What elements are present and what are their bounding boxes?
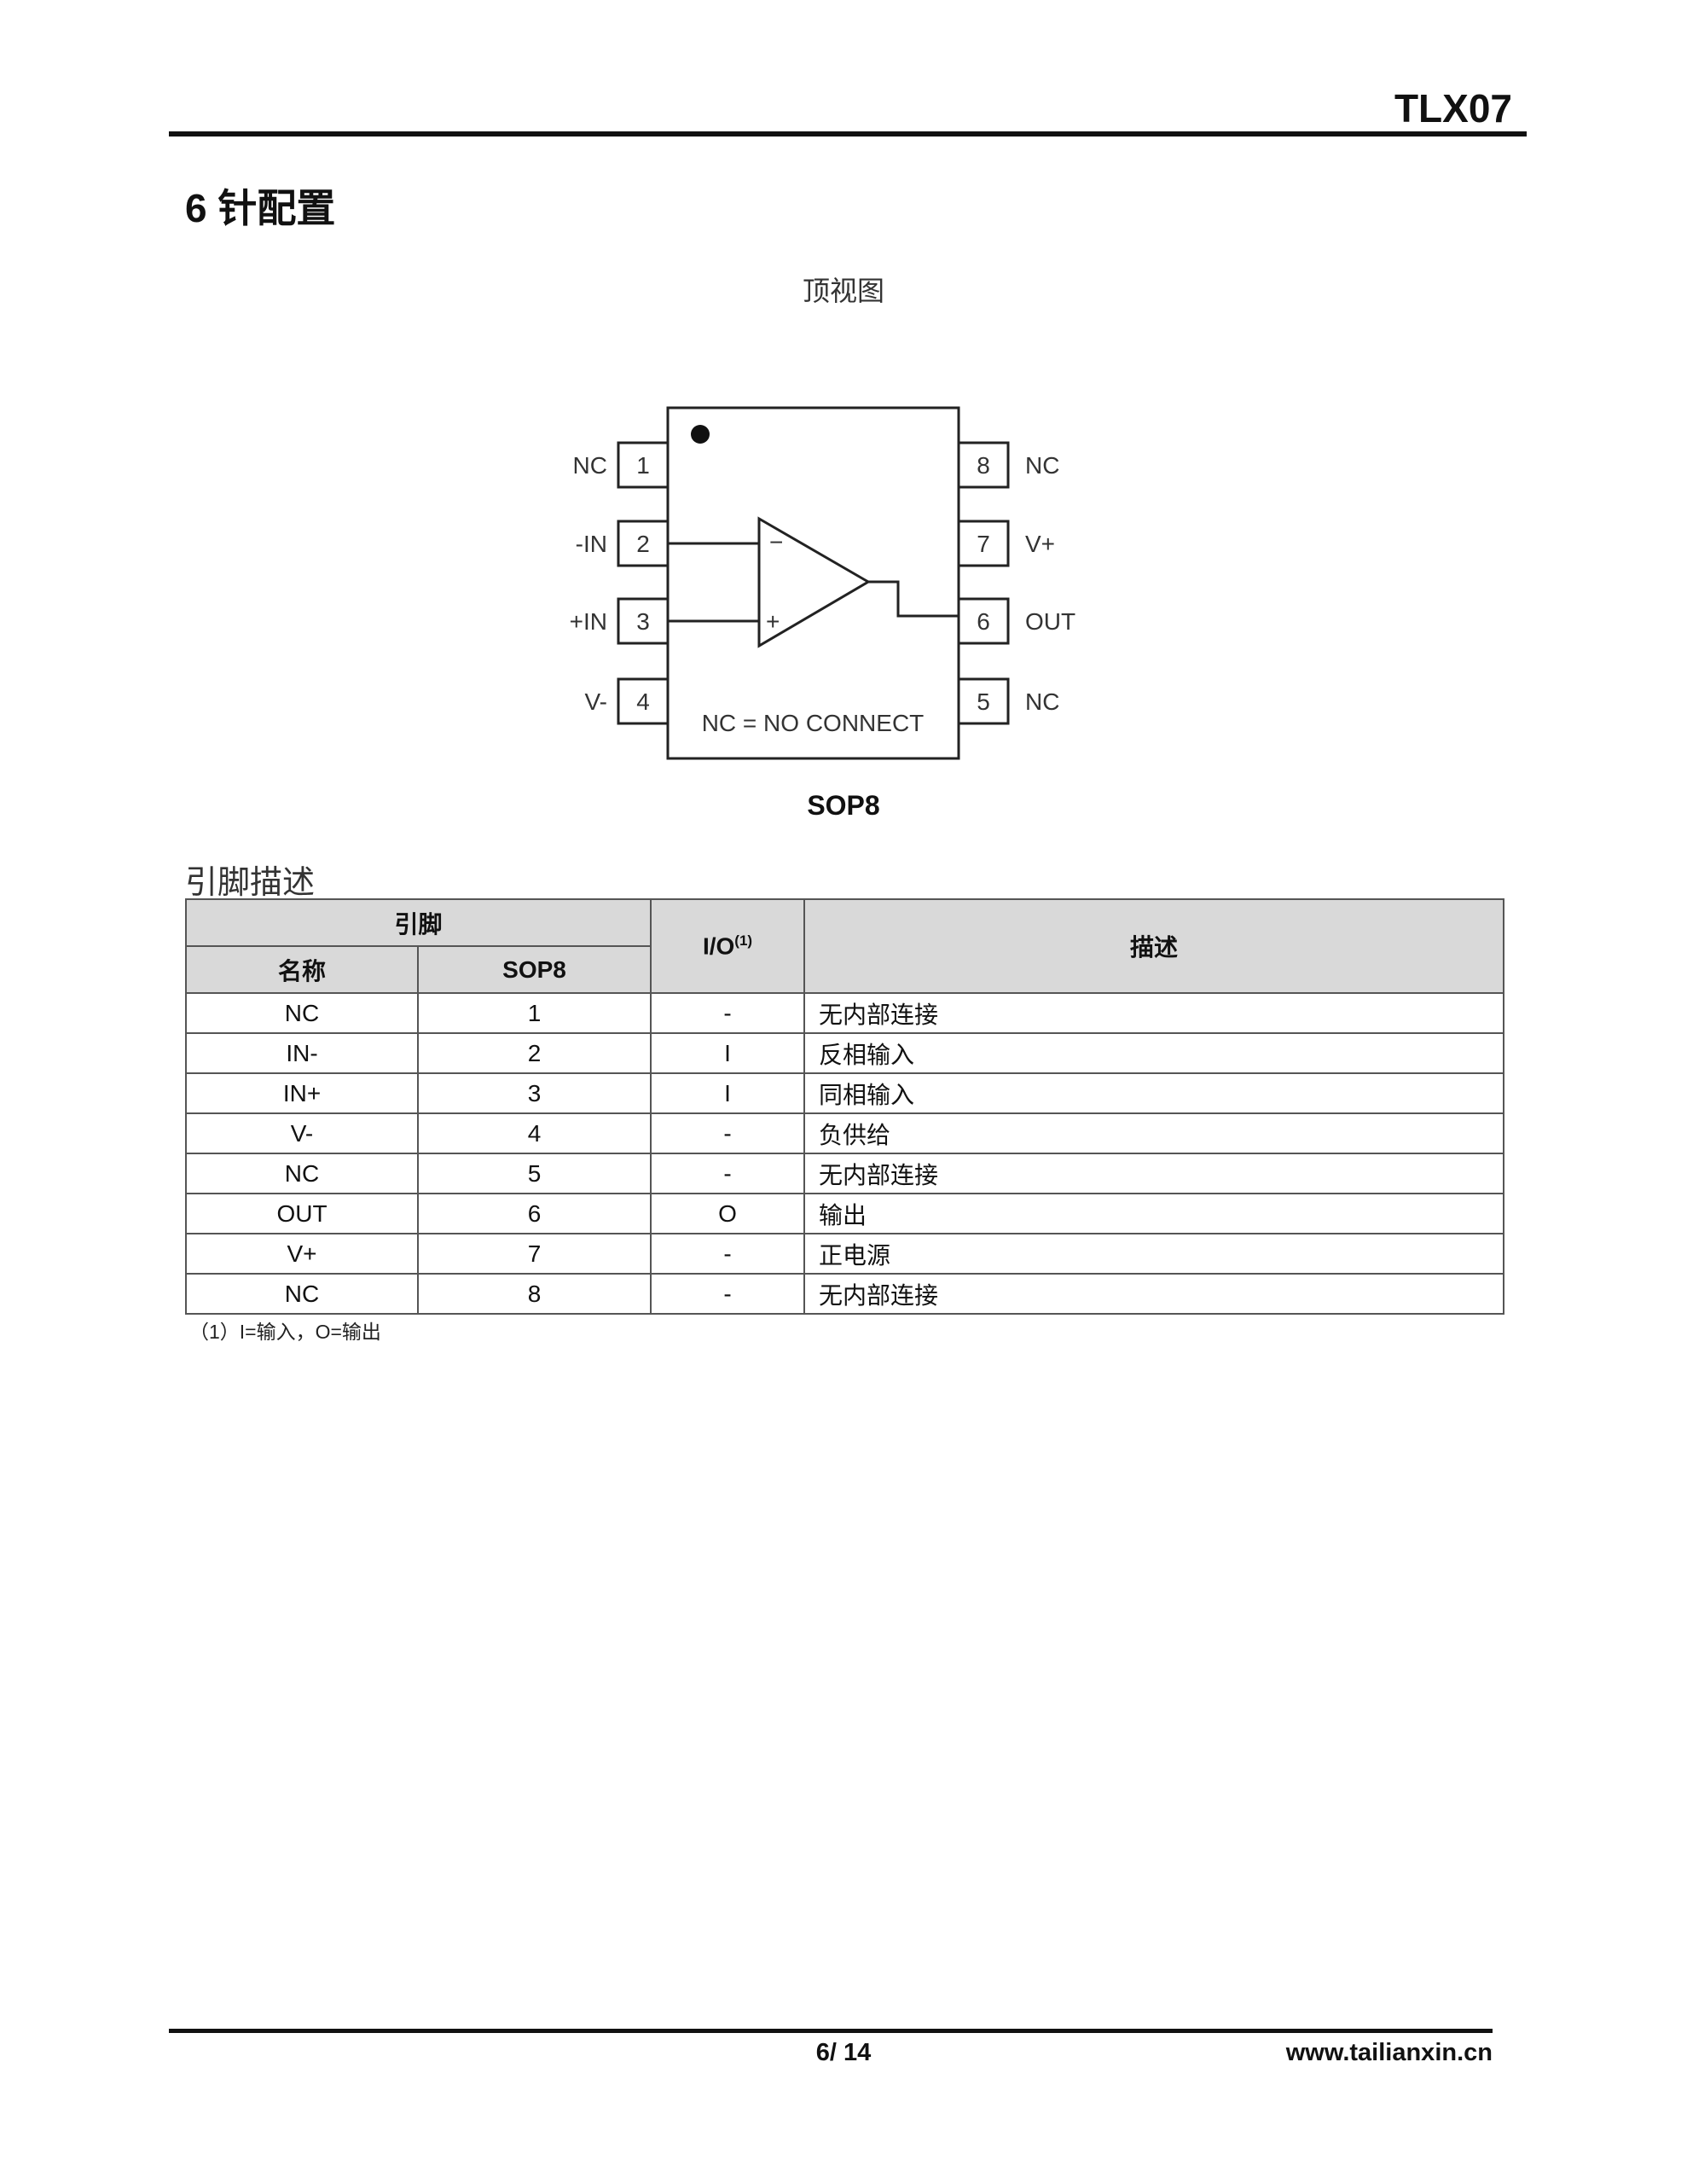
pin-box <box>957 520 1010 567</box>
pin-io: - <box>650 1112 805 1154</box>
header-rule <box>169 131 1527 136</box>
table-row: V+7-正电源 <box>185 1233 1504 1275</box>
pin-number: 5 <box>417 1153 652 1194</box>
document-title: TLX07 <box>1394 86 1512 131</box>
pin-box <box>957 597 1010 645</box>
pin-number: 8 <box>977 452 990 479</box>
pin-6: 6 OUT <box>957 597 1075 645</box>
minus-sign: − <box>769 529 783 555</box>
pin-box <box>957 677 1010 725</box>
pin-description: 无内部连接 <box>803 992 1504 1034</box>
header-package: SOP8 <box>417 945 652 994</box>
pin-number: 6 <box>417 1193 652 1234</box>
header-pin: 引脚 <box>185 898 652 947</box>
pin-io: - <box>650 1153 805 1194</box>
pin-name: V+ <box>185 1233 419 1275</box>
pin-number: 4 <box>417 1112 652 1154</box>
header-desc: 描述 <box>803 898 1504 994</box>
pin-name: V- <box>585 688 607 715</box>
pin-5: 5 NC <box>957 677 1059 725</box>
pin-number: 1 <box>636 452 650 479</box>
pin-name: NC <box>185 1153 419 1194</box>
nc-note: NC = NO CONNECT <box>702 710 925 736</box>
pin-3: 3 +IN <box>570 597 670 645</box>
pin-number: 8 <box>417 1273 652 1315</box>
chip-body <box>666 406 960 760</box>
pin1-marker <box>691 425 710 444</box>
pin-number: 6 <box>977 608 990 635</box>
pin-name: V- <box>185 1112 419 1154</box>
pin-name: NC <box>573 452 607 479</box>
pin-io: - <box>650 992 805 1034</box>
page-number: 6/ 14 <box>815 2039 872 2066</box>
pin-name: NC <box>1025 452 1059 479</box>
pin-number: 5 <box>977 688 990 715</box>
footer-rule <box>169 2029 1493 2033</box>
pin-box <box>617 441 670 489</box>
header-io-label: I/O <box>702 932 735 960</box>
header-io: I/O(1) <box>650 898 805 994</box>
pin-io: - <box>650 1233 805 1275</box>
opamp-symbol <box>757 516 871 648</box>
pin-number: 2 <box>417 1032 652 1074</box>
pin-number: 7 <box>417 1233 652 1275</box>
plus-sign: + <box>766 608 780 635</box>
pin-name: IN+ <box>185 1072 419 1114</box>
pin-4: 4 V- <box>585 677 670 725</box>
pin-name: IN- <box>185 1032 419 1074</box>
pin-io: - <box>650 1273 805 1315</box>
pin-name: NC <box>1025 688 1059 715</box>
pin-number: 4 <box>636 688 650 715</box>
pin-io: I <box>650 1072 805 1114</box>
pin-name: OUT <box>1025 608 1075 635</box>
package-label: SOP8 <box>807 790 880 821</box>
pin-io: I <box>650 1032 805 1074</box>
pin-name: V+ <box>1025 531 1055 557</box>
pin-description: 无内部连接 <box>803 1273 1504 1315</box>
pin-io: O <box>650 1193 805 1234</box>
header-name: 名称 <box>185 945 419 994</box>
pin-number: 3 <box>417 1072 652 1114</box>
pin-description: 正电源 <box>803 1233 1504 1275</box>
pin-number: 7 <box>977 531 990 557</box>
section-heading: 6 针配置 <box>185 186 336 230</box>
pin-8: 8 NC <box>957 441 1059 489</box>
pin-number: 2 <box>636 531 650 557</box>
pin-description: 输出 <box>803 1193 1504 1234</box>
table-row: V-4-负供给 <box>185 1112 1504 1154</box>
website-link[interactable]: www.tailianxin.cn <box>1285 2039 1493 2066</box>
pin-description: 无内部连接 <box>803 1153 1504 1194</box>
pin-number: 3 <box>636 608 650 635</box>
pin-box <box>957 441 1010 489</box>
pin-box <box>617 677 670 725</box>
pin-name: +IN <box>570 608 607 635</box>
pin-description: 同相输入 <box>803 1072 1504 1114</box>
view-label: 顶视图 <box>802 276 884 306</box>
pin-2: 2 -IN <box>576 520 670 567</box>
pin-description: 负供给 <box>803 1112 1504 1154</box>
pin-number: 1 <box>417 992 652 1034</box>
pin-7: 7 V+ <box>957 520 1055 567</box>
pin-description: 反相输入 <box>803 1032 1504 1074</box>
pin-name: OUT <box>185 1193 419 1234</box>
table-footnote: （1）I=输入，O=输出 <box>189 1321 381 1343</box>
pin-name: -IN <box>576 531 607 557</box>
table-caption: 引脚描述 <box>185 865 316 901</box>
pin-1: 1 NC <box>573 441 670 489</box>
pin-name: NC <box>185 1273 419 1315</box>
footnote-ref: (1) <box>734 932 753 949</box>
wire-output <box>868 580 959 618</box>
pin-name: NC <box>185 992 419 1034</box>
